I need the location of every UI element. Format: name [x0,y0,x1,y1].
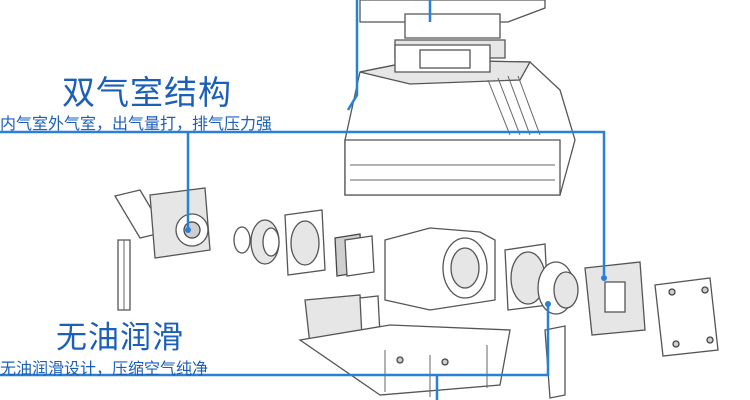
dual-chamber-title: 双气室结构 [62,73,232,112]
transformer-and-baseplate [298,294,511,397]
coil-assembly [384,227,496,311]
pump-housing [344,44,576,196]
magnet-parts [334,233,375,277]
oil-free-title: 无油润滑 [56,320,184,356]
left-chamber-part [113,187,211,311]
left-diaphragm-parts [233,209,326,276]
right-chamber-part [544,261,719,399]
oil-free-subtitle: 无油润滑设计，压缩空气纯净 [0,359,209,378]
right-diaphragm-parts [504,243,579,315]
leader-lines [0,0,607,400]
dual-chamber-subtitle: 内气室外气室，出气量打，排气压力强 [0,114,273,133]
